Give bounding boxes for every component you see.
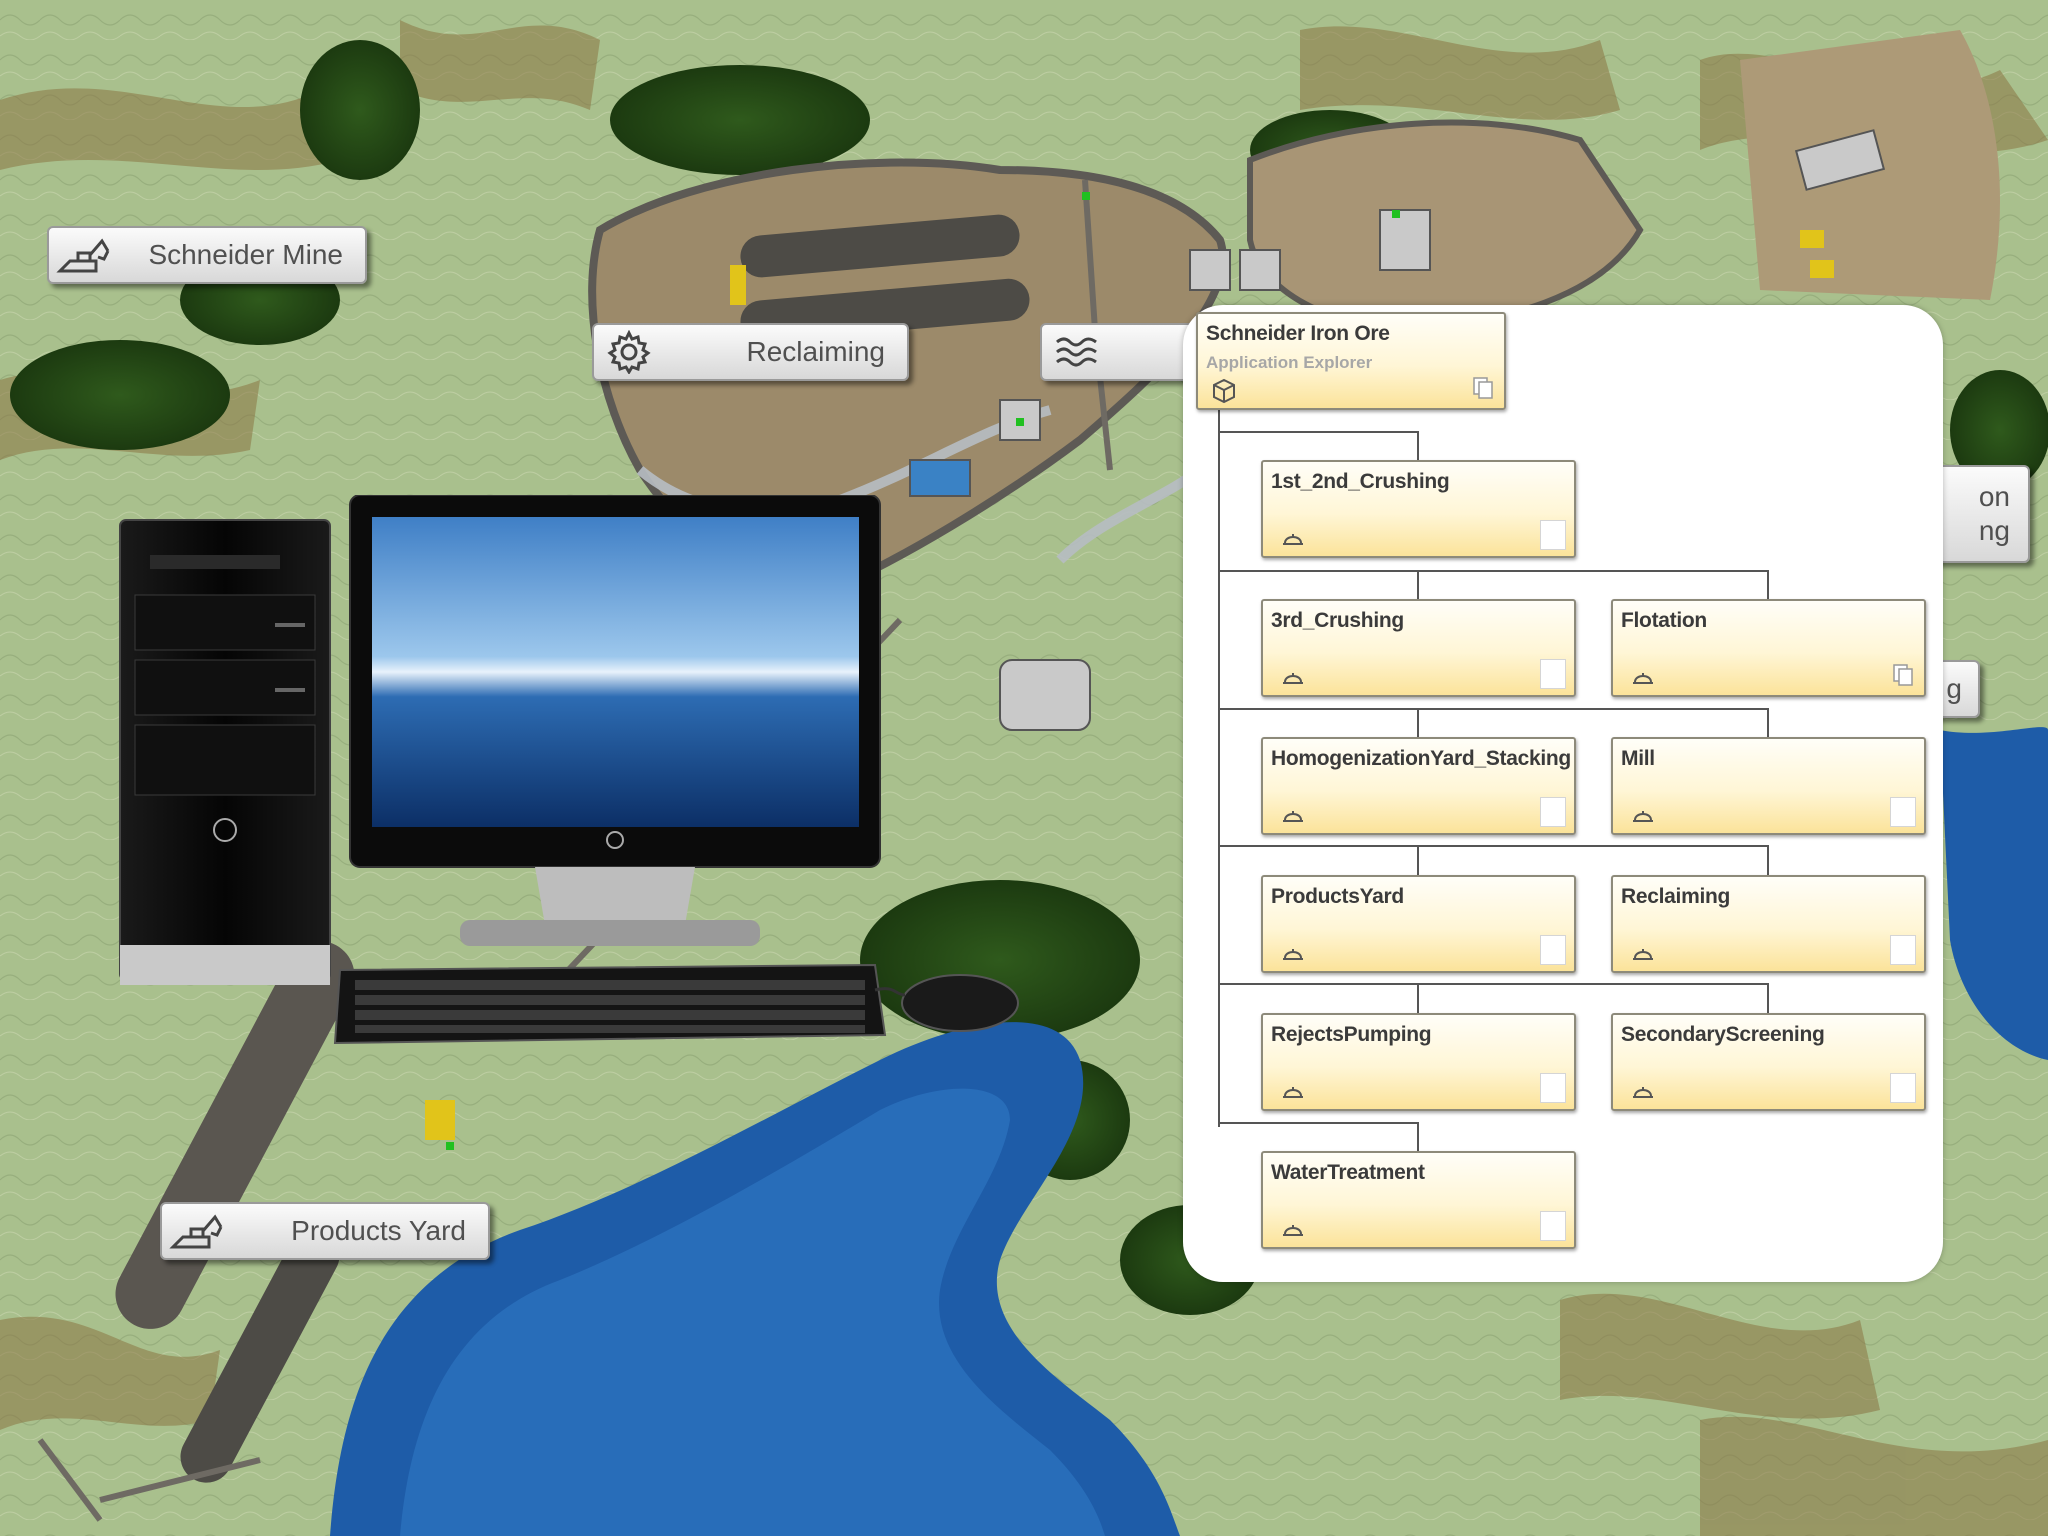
tree-node-root[interactable]: Schneider Iron Ore Application Explorer — [1196, 312, 1506, 410]
node-checkbox[interactable] — [1540, 935, 1566, 965]
helmet-icon — [1283, 673, 1303, 684]
node-title: 1st_2nd_Crushing — [1271, 470, 1450, 493]
application-explorer-panel: Schneider Iron Ore Application Explorer … — [1183, 305, 1943, 1282]
tree-node-watertreatment[interactable]: WaterTreatment — [1261, 1151, 1576, 1249]
node-checkbox[interactable] — [1540, 1073, 1566, 1103]
tree-node-homogenizationyard-stacking[interactable]: HomogenizationYard_Stacking — [1261, 737, 1576, 835]
node-title: Reclaiming — [1621, 885, 1731, 908]
node-title: Flotation — [1621, 609, 1707, 632]
partial-label-line-2: ng — [1978, 515, 2010, 546]
helmet-icon — [1283, 811, 1303, 822]
map-label-text: Products Yard — [291, 1215, 466, 1246]
node-checkbox[interactable] — [1540, 659, 1566, 689]
gear-icon — [594, 325, 664, 379]
map-label-text: Schneider Mine — [148, 239, 343, 270]
helmet-icon — [1633, 811, 1653, 822]
tree-node-reclaiming[interactable]: Reclaiming — [1611, 875, 1926, 973]
node-title: Schneider Iron Ore — [1206, 322, 1390, 345]
excavator-icon — [162, 1204, 232, 1258]
water-waves-icon — [1042, 325, 1112, 379]
node-checkbox[interactable] — [1890, 797, 1916, 827]
map-label-text: Reclaiming — [746, 336, 886, 367]
map-label-products-yard[interactable]: Products Yard — [160, 1202, 490, 1260]
node-title: Mill — [1621, 747, 1655, 770]
helmet-icon — [1283, 949, 1303, 960]
map-label-reclaiming[interactable]: Reclaiming — [592, 323, 909, 381]
helmet-icon — [1283, 1225, 1303, 1236]
node-title: WaterTreatment — [1271, 1161, 1425, 1184]
copy-icon[interactable] — [1892, 663, 1914, 687]
node-title: ProductsYard — [1271, 885, 1404, 908]
copy-icon[interactable] — [1472, 376, 1494, 400]
node-checkbox[interactable] — [1890, 1073, 1916, 1103]
node-title: RejectsPumping — [1271, 1023, 1432, 1046]
helmet-icon — [1633, 1087, 1653, 1098]
pc-monitor — [349, 495, 881, 946]
helmet-icon — [1633, 673, 1653, 684]
tree-node-mill[interactable]: Mill — [1611, 737, 1926, 835]
map-label-schneider-mine[interactable]: Schneider Mine — [47, 226, 367, 284]
node-title: 3rd_Crushing — [1271, 609, 1404, 632]
tree-node-flotation[interactable]: Flotation — [1611, 599, 1926, 697]
tree-node-rejectspumping[interactable]: RejectsPumping — [1261, 1013, 1576, 1111]
tree-node-secondaryscreening[interactable]: SecondaryScreening — [1611, 1013, 1926, 1111]
pc-keyboard — [333, 963, 887, 1045]
node-title: SecondaryScreening — [1621, 1023, 1825, 1046]
helmet-icon — [1633, 949, 1653, 960]
map-label-water[interactable] — [1040, 323, 1200, 381]
tree-connector-lines — [1218, 410, 1769, 1155]
tree-node-1st-2nd-crushing[interactable]: 1st_2nd_Crushing — [1261, 460, 1576, 558]
cube-icon — [1213, 378, 1235, 404]
helmet-icon — [1283, 534, 1303, 545]
helmet-icon — [1283, 1087, 1303, 1098]
pc-tower — [119, 519, 331, 985]
desktop-computer-image — [119, 495, 1019, 1045]
partial-label-line-1: on — [1978, 481, 2010, 512]
node-subtitle: Application Explorer — [1206, 353, 1373, 372]
node-checkbox[interactable] — [1540, 1211, 1566, 1241]
node-checkbox[interactable] — [1540, 520, 1566, 550]
excavator-icon — [49, 228, 119, 282]
node-checkbox[interactable] — [1890, 935, 1916, 965]
tree-node-3rd-crushing[interactable]: 3rd_Crushing — [1261, 599, 1576, 697]
partial-label-line: g — [1946, 673, 1962, 704]
tree-node-productsyard[interactable]: ProductsYard — [1261, 875, 1576, 973]
node-checkbox[interactable] — [1540, 797, 1566, 827]
node-title: HomogenizationYard_Stacking — [1271, 747, 1571, 770]
